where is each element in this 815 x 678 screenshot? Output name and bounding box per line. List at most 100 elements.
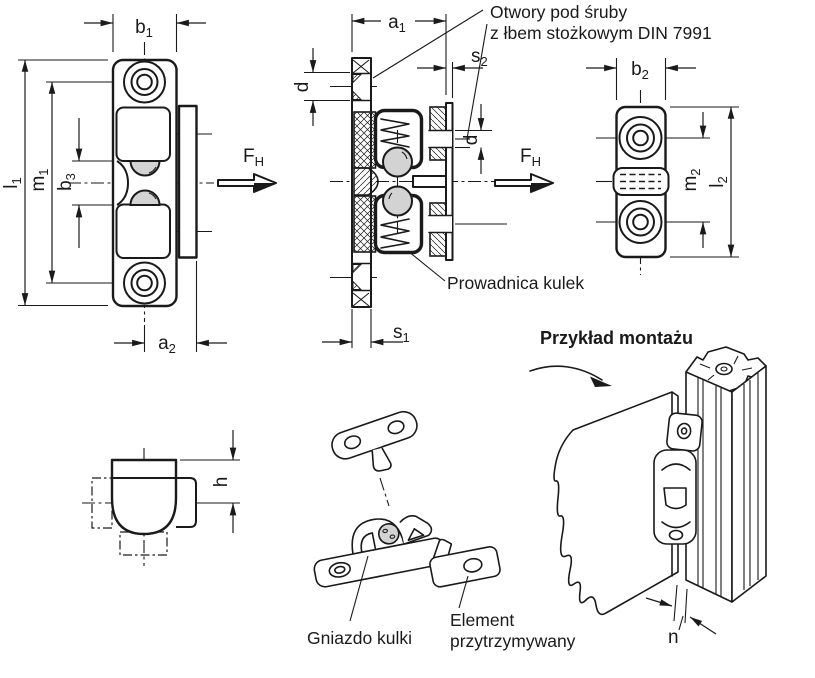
upper-ball-shade	[148, 166, 157, 174]
dim-h-label: h	[211, 477, 232, 488]
catch-body-hole	[668, 529, 684, 541]
socket-base-hole-inner	[334, 565, 346, 574]
catch-body-arc-top	[661, 463, 691, 471]
extrusion-center-bore-inner	[720, 366, 728, 372]
counter-hole-upper	[429, 130, 452, 148]
mounted-strike-hole	[676, 422, 692, 440]
force-arrow-left-fill	[254, 183, 276, 192]
screw-holes-note-line2: z łbem stożkowym DIN 7991	[490, 23, 712, 43]
ball-socket-leader	[349, 555, 369, 622]
retained-element-leader	[458, 575, 469, 609]
mounting-example-title: Przykład montażu	[540, 328, 693, 348]
mounted-catch	[653, 412, 703, 545]
dim-a1: a1	[351, 12, 447, 95]
force-arrow-middle: FH	[494, 146, 554, 193]
plate-hole-bottom-inner	[632, 213, 649, 231]
ball-socket-label: Gniazdo kulki	[307, 628, 412, 648]
spring-lower	[380, 218, 410, 249]
dim-s1-label: s1	[393, 322, 410, 345]
counter-plate-section	[445, 102, 454, 261]
retained-plate-tab	[432, 538, 453, 558]
dim-h: h	[180, 430, 240, 533]
catch-body-hook	[663, 487, 687, 510]
direction-arrow-head	[590, 376, 612, 387]
rubber-block-lower	[353, 195, 377, 253]
counter-plate-view: b2 m2 l2	[586, 58, 739, 275]
dim-d-left: d	[292, 48, 350, 126]
dim-a2: a2	[114, 261, 227, 356]
strike-plate-edge	[177, 104, 198, 259]
exploded-retained-plate	[429, 538, 501, 588]
exploded-ball-socket	[313, 514, 447, 588]
dim-l2-label: l2	[707, 176, 730, 187]
exploded-top-plate	[331, 410, 418, 472]
screw-hole-top-outer	[123, 60, 166, 104]
dim-n: n	[645, 584, 717, 648]
ball-guide-label: Prowadnica kulek	[447, 273, 584, 293]
extrusion-top-slots	[699, 355, 753, 381]
dim-m2-label: m2	[680, 168, 703, 191]
mounting-example: Przykład montażu n	[529, 328, 767, 648]
dim-b3-label: b3	[55, 173, 78, 191]
force-label-left: FH	[243, 146, 264, 169]
section-ball-lower-shade	[388, 192, 393, 200]
dim-d-right-label: d	[461, 135, 482, 146]
dim-l2: l2	[670, 106, 739, 258]
extrusion-profile	[685, 346, 767, 603]
plate-hole-bottom-outer	[618, 200, 663, 244]
force-arrow-middle-fill	[531, 183, 553, 192]
screw-hole-bottom-outer	[123, 261, 166, 305]
countersink-cone-bottom-a	[352, 264, 363, 274]
dim-m1-label: m1	[28, 168, 51, 191]
top-plate-hook	[371, 447, 392, 472]
seat-outline	[110, 458, 178, 536]
rubber-block-upper	[353, 111, 377, 169]
countersink-cone-top-a	[352, 74, 363, 84]
dim-a1-label: a1	[388, 12, 406, 35]
extrusion-center-bore	[715, 362, 733, 376]
seat-side-block	[176, 477, 197, 528]
top-plate-hole-right	[387, 420, 405, 435]
dim-b2: b2	[586, 58, 696, 100]
dim-a2-label: a2	[158, 333, 176, 356]
dim-d-left-label: d	[292, 82, 313, 93]
countersink-cone-top-b	[352, 90, 363, 100]
screw-hole-top-inner	[136, 73, 153, 91]
dim-s2: s2	[417, 46, 488, 98]
force-label-middle: FH	[520, 146, 541, 169]
screw-holes-note: Otwory pod śruby z łbem stożkowym DIN 79…	[372, 2, 712, 140]
dim-s2-label: s2	[471, 46, 488, 69]
plate-hole-top-mid	[626, 123, 655, 153]
extrusion-right-grooves	[743, 373, 759, 590]
screw-holes-note-line1: Otwory pod śruby	[490, 2, 627, 22]
dim-b3: b3	[55, 118, 83, 248]
spring-upper	[380, 118, 410, 148]
exploded-ball-dot-1	[382, 528, 388, 534]
screw-hole-bottom-inner	[136, 274, 153, 292]
catch-body-arc-bottom	[661, 521, 691, 529]
socket-arch	[360, 532, 377, 554]
lower-ball-shade	[148, 192, 157, 200]
counter-piece-section	[428, 102, 454, 261]
top-plate-hole-left	[343, 435, 362, 450]
plate-hole-top-inner	[632, 129, 649, 147]
countersink-cross-top	[352, 59, 370, 74]
dim-b1-label: b1	[135, 17, 153, 40]
dim-m1: m1	[28, 81, 56, 284]
plate-hole-top-outer	[618, 116, 663, 160]
force-arrow-left: FH	[217, 146, 277, 193]
dim-l1: l1	[1, 59, 108, 307]
extrusion-right-face	[731, 365, 767, 603]
section-ball-upper-shade	[401, 151, 408, 160]
dim-l1-label: l1	[1, 177, 24, 188]
extrusion-front-grooves	[697, 378, 722, 596]
screw-hole-top-mid	[130, 68, 159, 96]
housing-outline	[111, 58, 178, 308]
screw-hole-bottom-mid	[130, 269, 159, 297]
direction-arrow-curve	[529, 365, 603, 381]
retained-element-label-line2: przytrzymywany	[450, 631, 576, 651]
socket-base-hole	[328, 561, 351, 578]
dim-n-label: n	[668, 627, 679, 648]
